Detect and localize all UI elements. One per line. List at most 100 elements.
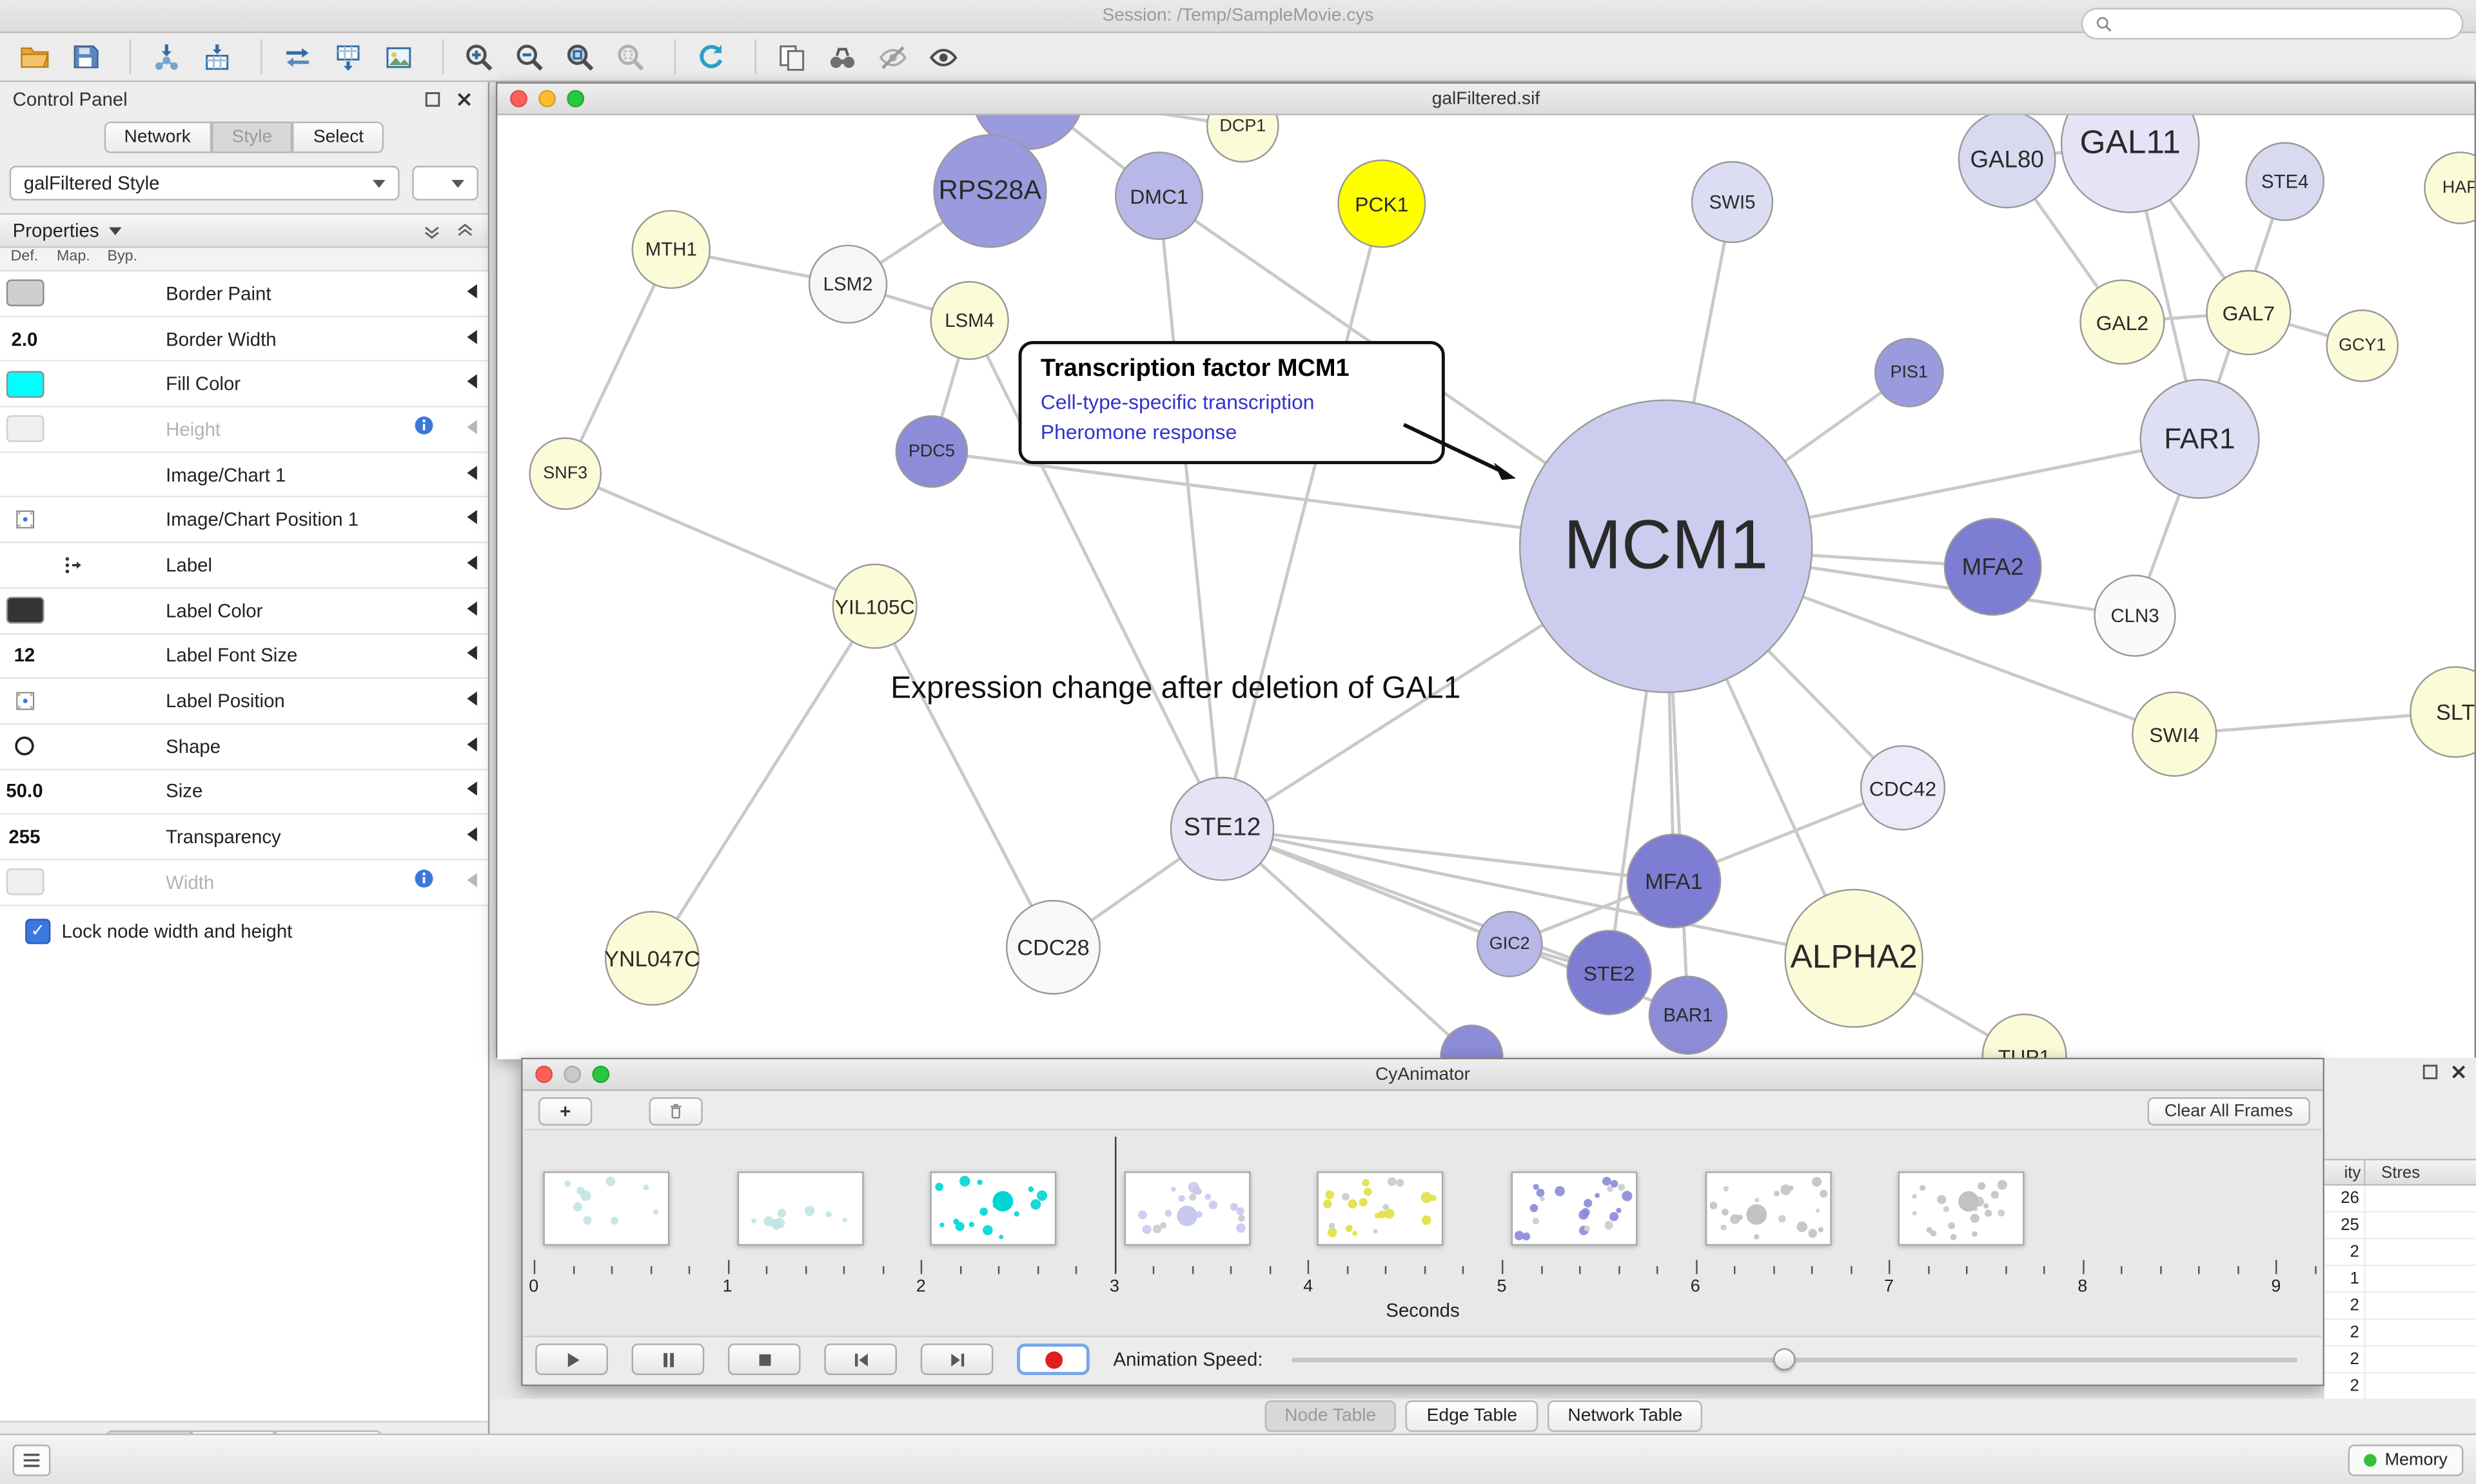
default-value-cell[interactable]	[0, 370, 49, 398]
animation-speed-slider[interactable]	[1291, 1343, 2298, 1375]
network-node-ste4[interactable]: STE4	[2245, 142, 2324, 221]
minimize-window-icon[interactable]	[564, 1066, 582, 1084]
table-row[interactable]: 25	[2324, 1212, 2476, 1240]
expand-row-icon[interactable]	[464, 324, 478, 353]
play-button[interactable]	[535, 1343, 608, 1376]
network-node-ynl047c[interactable]: YNL047C	[604, 911, 700, 1006]
table-row[interactable]: 1	[2324, 1266, 2476, 1293]
property-row-height[interactable]: Height	[0, 407, 488, 453]
open-session-button[interactable]	[13, 36, 57, 77]
network-node-gic2[interactable]: GIC2	[1476, 911, 1543, 977]
expand-row-icon[interactable]	[464, 505, 478, 534]
property-row-shape[interactable]: Shape	[0, 724, 488, 770]
float-panel-icon[interactable]	[2422, 1064, 2438, 1085]
clear-all-frames-button[interactable]: Clear All Frames	[2147, 1096, 2310, 1125]
frame-thumbnail-4[interactable]	[1124, 1171, 1251, 1246]
expand-row-icon[interactable]	[464, 415, 478, 444]
minimize-window-icon[interactable]	[538, 90, 556, 108]
expand-row-icon[interactable]	[464, 732, 478, 761]
network-node-pck1[interactable]: PCK1	[1337, 159, 1426, 248]
default-value-cell[interactable]: 50.0	[0, 781, 49, 803]
network-node-ste12[interactable]: STE12	[1170, 776, 1275, 881]
expand-row-icon[interactable]	[464, 460, 478, 489]
collapse-all-icon[interactable]	[422, 220, 442, 241]
table-row[interactable]: 2	[2324, 1320, 2476, 1347]
network-node-rps28a[interactable]: RPS28A	[933, 134, 1047, 248]
expand-row-icon[interactable]	[464, 596, 478, 625]
network-node-dmc1[interactable]: DMC1	[1114, 151, 1204, 240]
search-field[interactable]	[2081, 8, 2464, 40]
network-node-gal7[interactable]: GAL7	[2206, 269, 2292, 356]
expand-row-icon[interactable]	[464, 823, 478, 851]
default-value-cell[interactable]	[0, 690, 49, 712]
network-node-bar1[interactable]: BAR1	[1648, 975, 1728, 1055]
property-row-label-color[interactable]: Label Color	[0, 589, 488, 634]
tab-edge-table[interactable]: Edge Table	[1406, 1400, 1538, 1432]
show-all-button[interactable]	[921, 36, 965, 77]
network-node-mcm1[interactable]: MCM1	[1518, 399, 1813, 694]
maximize-window-icon[interactable]	[567, 90, 585, 108]
default-value-cell[interactable]: 255	[0, 826, 49, 848]
default-value-cell[interactable]	[0, 597, 49, 624]
property-row-border-paint[interactable]: Border Paint	[0, 271, 488, 317]
zoom-out-button[interactable]	[507, 36, 551, 77]
network-node-mth1[interactable]: MTH1	[631, 210, 711, 289]
property-row-image-chart-1[interactable]: Image/Chart 1	[0, 453, 488, 498]
network-node-cdc42[interactable]: CDC42	[1860, 745, 1946, 831]
zoom-selected-button[interactable]	[608, 36, 653, 77]
column-header-radiality[interactable]: ity	[2324, 1160, 2366, 1184]
default-value-cell[interactable]	[0, 416, 49, 443]
default-value-cell[interactable]	[0, 280, 49, 307]
frame-thumbnail-1[interactable]	[543, 1171, 670, 1246]
network-node-mfa1[interactable]: MFA1	[1626, 834, 1722, 929]
color-swatch[interactable]	[5, 597, 44, 624]
column-header-stress[interactable]: Stres	[2381, 1162, 2421, 1182]
network-node-cdc28[interactable]: CDC28	[1006, 899, 1101, 995]
network-node-pis1[interactable]: PIS1	[1874, 338, 1944, 407]
network-node-mfa2[interactable]: MFA2	[1943, 518, 2042, 616]
default-value-cell[interactable]	[0, 509, 49, 531]
network-node-gal11[interactable]: GAL11	[2060, 115, 2200, 213]
mapping-value-cell[interactable]	[49, 554, 98, 576]
delete-frame-button[interactable]	[649, 1096, 703, 1125]
expand-row-icon[interactable]	[464, 777, 478, 806]
record-button[interactable]	[1017, 1343, 1090, 1376]
import-network-button[interactable]	[144, 36, 188, 77]
network-node-dcp1[interactable]: DCP1	[1206, 115, 1279, 163]
tab-style[interactable]: Style	[211, 121, 293, 153]
tab-network[interactable]: Network	[103, 121, 211, 153]
table-row[interactable]: 2	[2324, 1346, 2476, 1374]
expand-row-icon[interactable]	[464, 641, 478, 670]
network-node-snf3[interactable]: SNF3	[529, 437, 602, 511]
table-row[interactable]: 2	[2324, 1293, 2476, 1320]
expand-row-icon[interactable]	[464, 370, 478, 398]
lock-size-checkbox[interactable]: ✓	[25, 918, 51, 944]
canvas-text-annotation[interactable]: Expression change after deletion of GAL1	[890, 670, 1461, 706]
property-row-width[interactable]: Width	[0, 860, 488, 906]
default-value-cell[interactable]: 2.0	[0, 327, 49, 349]
style-options-dropdown[interactable]	[412, 166, 479, 201]
expand-row-icon[interactable]	[464, 279, 478, 308]
network-node-gal2[interactable]: GAL2	[2079, 279, 2165, 365]
mcm1-annotation-box[interactable]: Transcription factor MCM1 Cell-type-spec…	[1018, 340, 1445, 464]
info-icon[interactable]	[414, 415, 435, 444]
frame-thumbnail-6[interactable]	[1511, 1171, 1638, 1246]
first-neighbors-button[interactable]	[820, 36, 864, 77]
table-row[interactable]: 26	[2324, 1186, 2476, 1213]
property-row-image-chart-position-1[interactable]: Image/Chart Position 1	[0, 498, 488, 543]
network-node-slt[interactable]: SLT	[2410, 666, 2475, 758]
close-window-icon[interactable]	[510, 90, 527, 108]
network-node-hap[interactable]: HAP	[2424, 151, 2475, 224]
expand-row-icon[interactable]	[464, 868, 478, 896]
network-node-pdc5[interactable]: PDC5	[895, 415, 968, 488]
network-node-lsm2[interactable]: LSM2	[808, 244, 888, 324]
refresh-layout-button[interactable]	[689, 36, 733, 77]
close-window-icon[interactable]	[535, 1066, 553, 1084]
info-icon[interactable]	[414, 868, 435, 896]
network-node-swi4[interactable]: SWI4	[2132, 691, 2217, 777]
network-node-lsm4[interactable]: LSM4	[930, 280, 1009, 360]
pause-button[interactable]	[631, 1343, 705, 1376]
properties-header[interactable]: Properties	[0, 213, 488, 248]
